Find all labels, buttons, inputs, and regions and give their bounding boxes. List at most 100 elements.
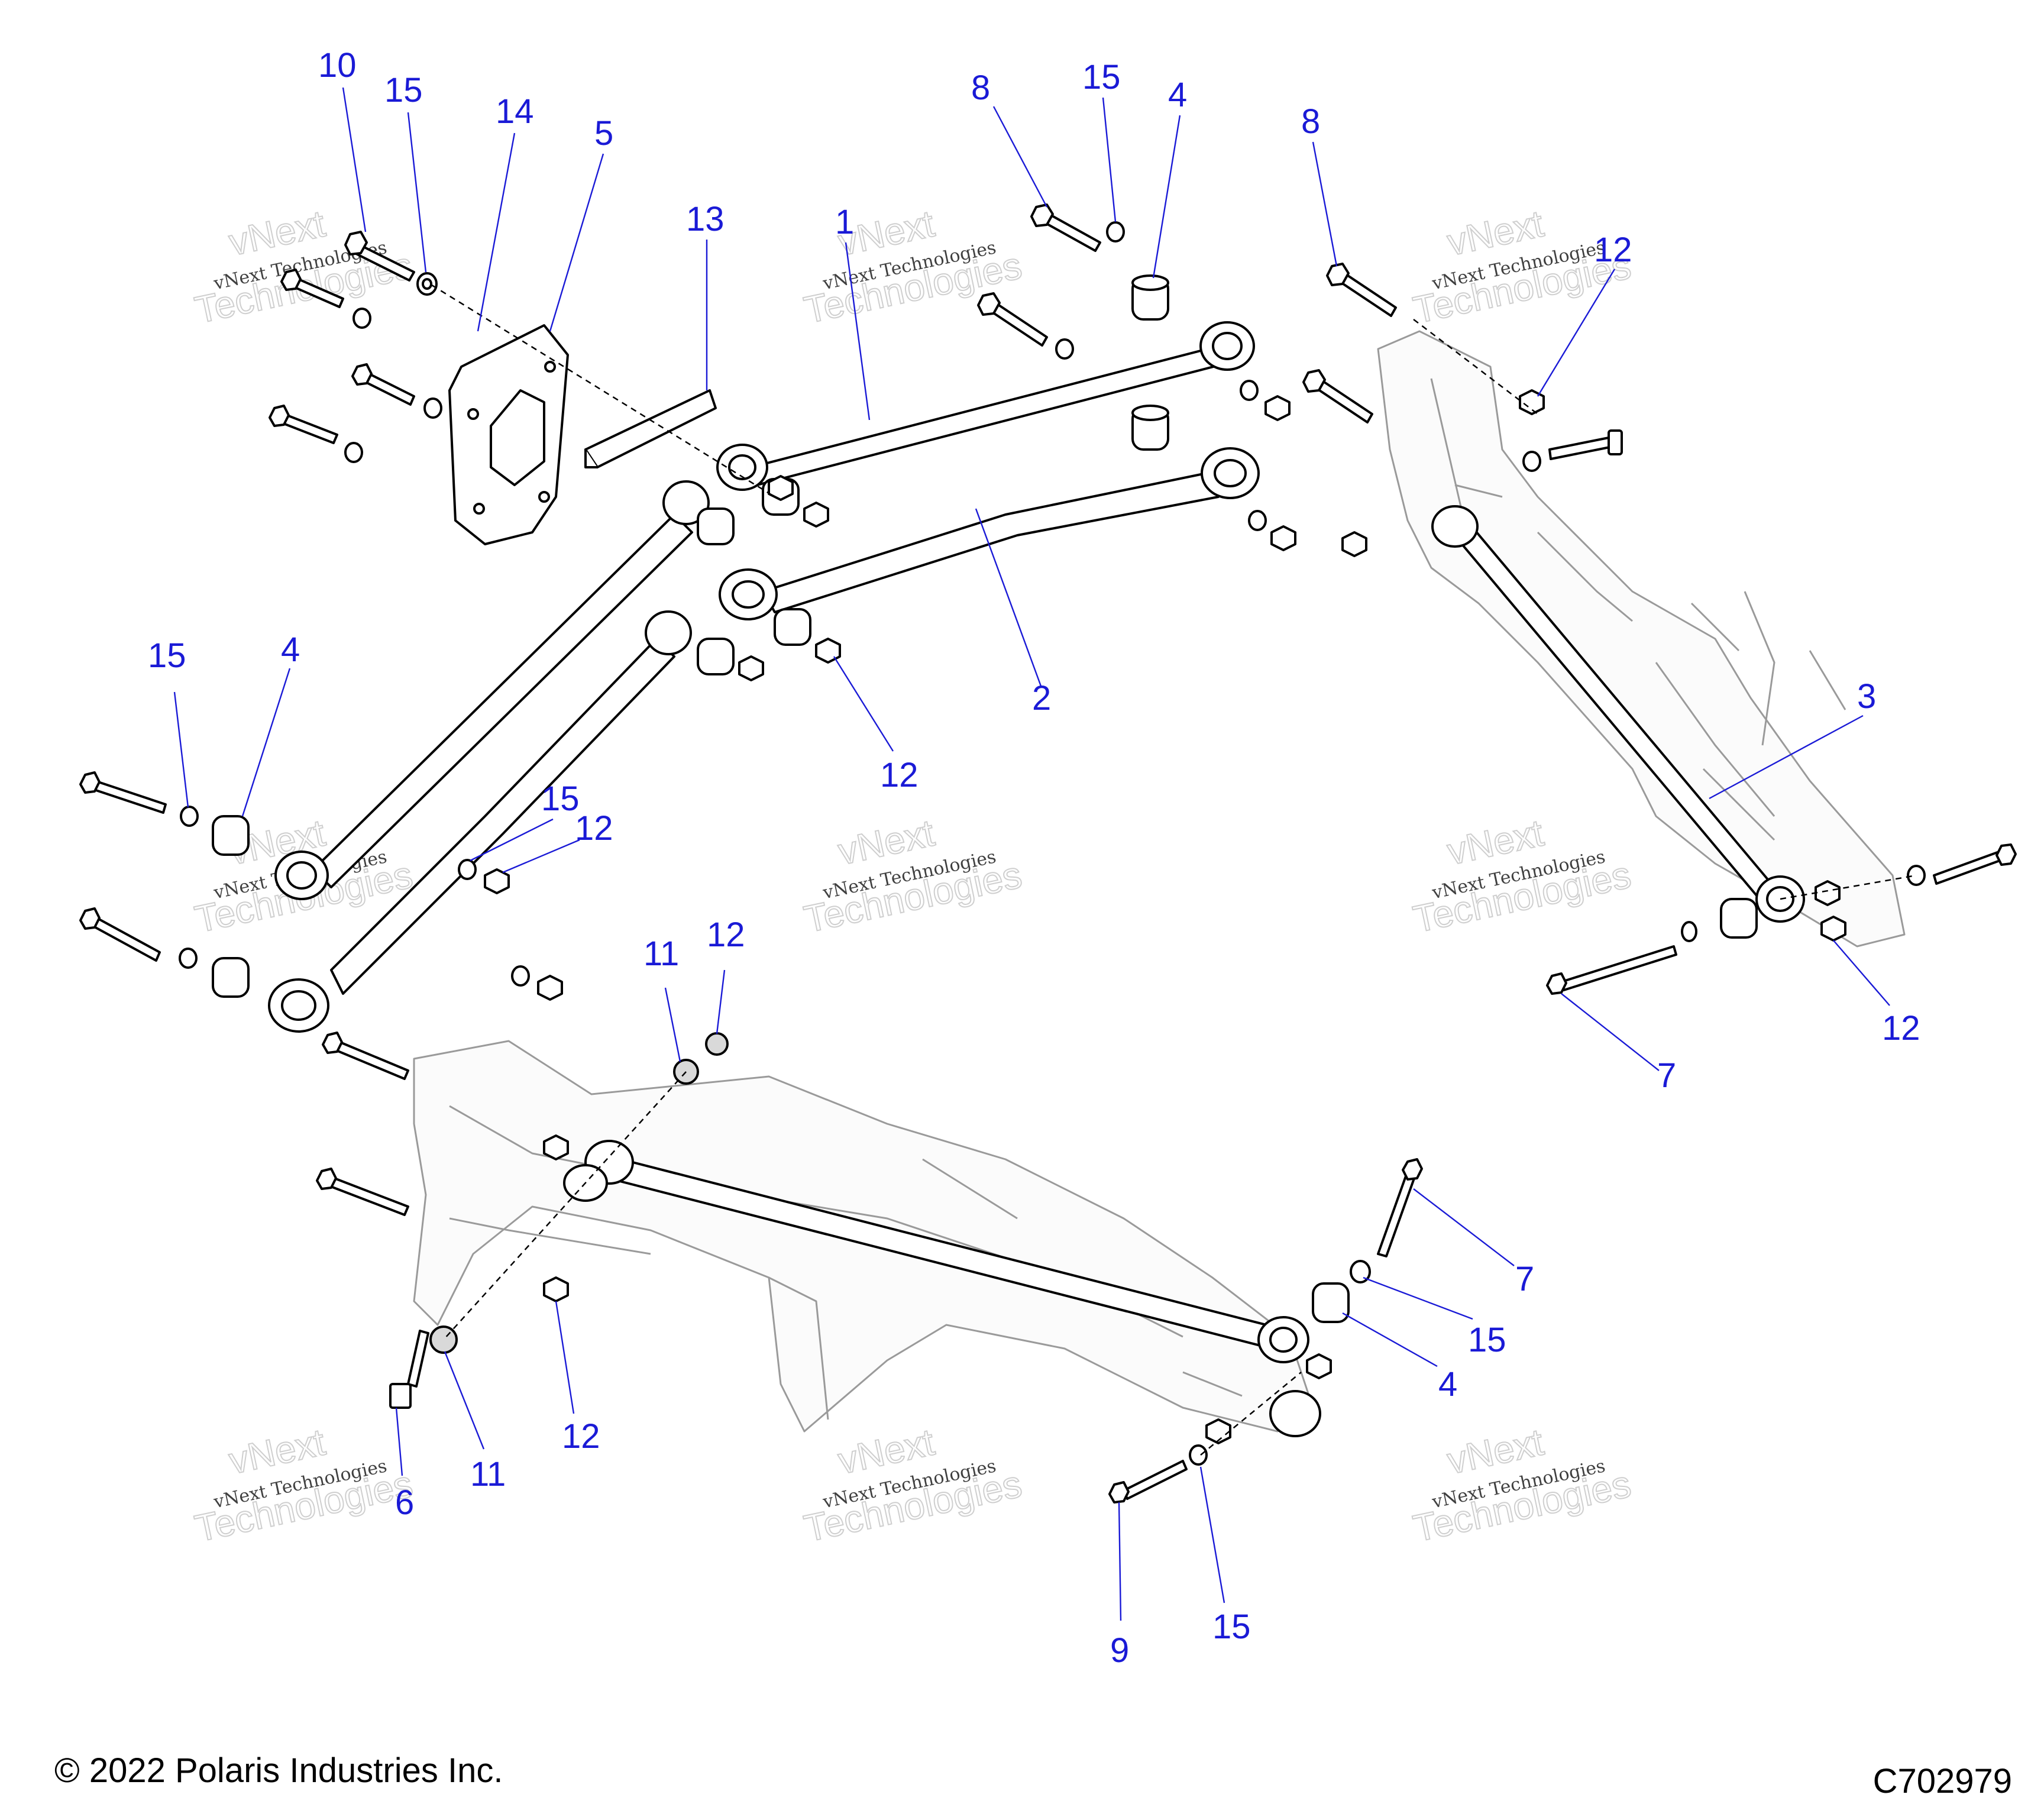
link-rod-2 — [719, 447, 1260, 620]
washer — [1522, 451, 1541, 472]
callout-label: 12 — [1594, 231, 1632, 269]
bushing — [1720, 898, 1758, 939]
bolt — [1302, 369, 1373, 423]
callout-leaders — [173, 87, 1890, 1621]
callout-label: 4 — [1438, 1365, 1457, 1404]
washer — [429, 1325, 458, 1354]
washer — [1106, 221, 1125, 243]
washer — [1350, 1260, 1371, 1283]
watermark: vNext Technologies vNext Technologies — [800, 811, 1026, 942]
callout-label: 3 — [1857, 677, 1876, 716]
callout-label: 15 — [384, 71, 423, 109]
callout-label: 6 — [395, 1483, 414, 1522]
callout-label: 2 — [1032, 679, 1051, 717]
callout-label: 7 — [1515, 1260, 1534, 1298]
callout-label: 5 — [594, 114, 613, 153]
nut — [1205, 1418, 1231, 1444]
callout-label: 14 — [496, 92, 534, 131]
washer — [1055, 338, 1074, 360]
washer — [416, 272, 438, 296]
nut — [1820, 916, 1846, 942]
bushing — [697, 507, 735, 545]
callout-label: 12 — [1882, 1009, 1920, 1047]
bushing — [1131, 405, 1169, 451]
bolt — [316, 1168, 409, 1216]
nut — [1270, 525, 1296, 551]
figure-id: C702979 — [1872, 1762, 2012, 1800]
callout-label: 11 — [643, 935, 679, 973]
nut — [543, 1134, 569, 1160]
callout-label: 10 — [318, 46, 357, 85]
nut — [815, 638, 841, 664]
callout-label: 15 — [1082, 58, 1121, 96]
bolt — [79, 771, 167, 814]
watermark: vNext Technologies vNext Technologies — [1409, 1420, 1635, 1551]
callout-label: 7 — [1657, 1056, 1676, 1095]
bolt — [1546, 945, 1677, 995]
plate-13 — [584, 389, 717, 468]
link-rod-left-lower — [268, 610, 692, 1033]
callout-label: 12 — [707, 916, 745, 954]
bolt — [1108, 1460, 1188, 1504]
washer — [705, 1032, 729, 1056]
washer — [1240, 380, 1259, 401]
washer — [1681, 921, 1697, 942]
link-rod-3 — [1431, 505, 1805, 923]
callout-label: 4 — [281, 631, 300, 669]
bolt — [977, 292, 1048, 347]
bolt — [351, 363, 415, 406]
bolt — [280, 269, 344, 308]
nut — [1519, 389, 1545, 415]
callout-label: 9 — [1110, 1631, 1129, 1670]
callout-labels: 10 15 14 5 13 1 8 15 4 8 12 2 12 3 15 4 … — [148, 46, 1920, 1670]
callout-label: 8 — [971, 69, 990, 107]
assembly-lines — [431, 284, 1917, 1456]
callout-label: 11 — [470, 1455, 506, 1493]
nut — [1341, 531, 1367, 557]
bushing — [212, 957, 250, 998]
washer — [1248, 510, 1267, 531]
bolt — [1377, 1158, 1423, 1257]
washer — [458, 859, 477, 880]
bracket-5 — [448, 324, 569, 545]
nut — [1815, 880, 1841, 906]
washer — [352, 308, 371, 329]
callout-label: 15 — [1212, 1608, 1251, 1646]
watermark: vNext Technologies vNext Technologies — [800, 1420, 1026, 1551]
bolt — [322, 1032, 409, 1080]
callout-label: 8 — [1301, 102, 1320, 141]
bushing — [1131, 274, 1169, 321]
nut — [1306, 1353, 1332, 1379]
washer — [179, 948, 198, 969]
washer — [1907, 865, 1926, 886]
nut — [543, 1276, 569, 1302]
washer — [180, 806, 199, 827]
nut — [1264, 395, 1291, 421]
washer — [423, 397, 442, 419]
bolt — [344, 231, 415, 282]
washer — [344, 442, 363, 463]
bushing — [774, 608, 811, 646]
copyright-text: © 2022 Polaris Industries Inc. — [54, 1751, 503, 1790]
bolt — [1326, 263, 1397, 317]
bushing — [1312, 1282, 1350, 1323]
bushing — [212, 815, 250, 856]
washer-nut-group — [179, 221, 1926, 1466]
nut — [768, 475, 794, 501]
bushing — [697, 638, 735, 675]
washer — [1189, 1444, 1208, 1466]
link-rod-left-upper — [274, 480, 710, 900]
callout-label: 15 — [541, 780, 580, 818]
link-rod-1 — [716, 321, 1255, 491]
callout-label: 1 — [835, 203, 854, 241]
callout-label: 15 — [148, 636, 186, 675]
nut — [803, 502, 829, 528]
callout-label: 12 — [562, 1417, 600, 1456]
watermark: vNext Technologies vNext Technologies — [1409, 811, 1635, 942]
bolt — [1933, 843, 2017, 885]
callout-label: 4 — [1168, 76, 1187, 114]
bolt — [1030, 203, 1101, 252]
watermark: vNext Technologies vNext Technologies — [190, 1420, 416, 1551]
nut — [484, 868, 510, 894]
callout-label: 12 — [880, 756, 918, 794]
